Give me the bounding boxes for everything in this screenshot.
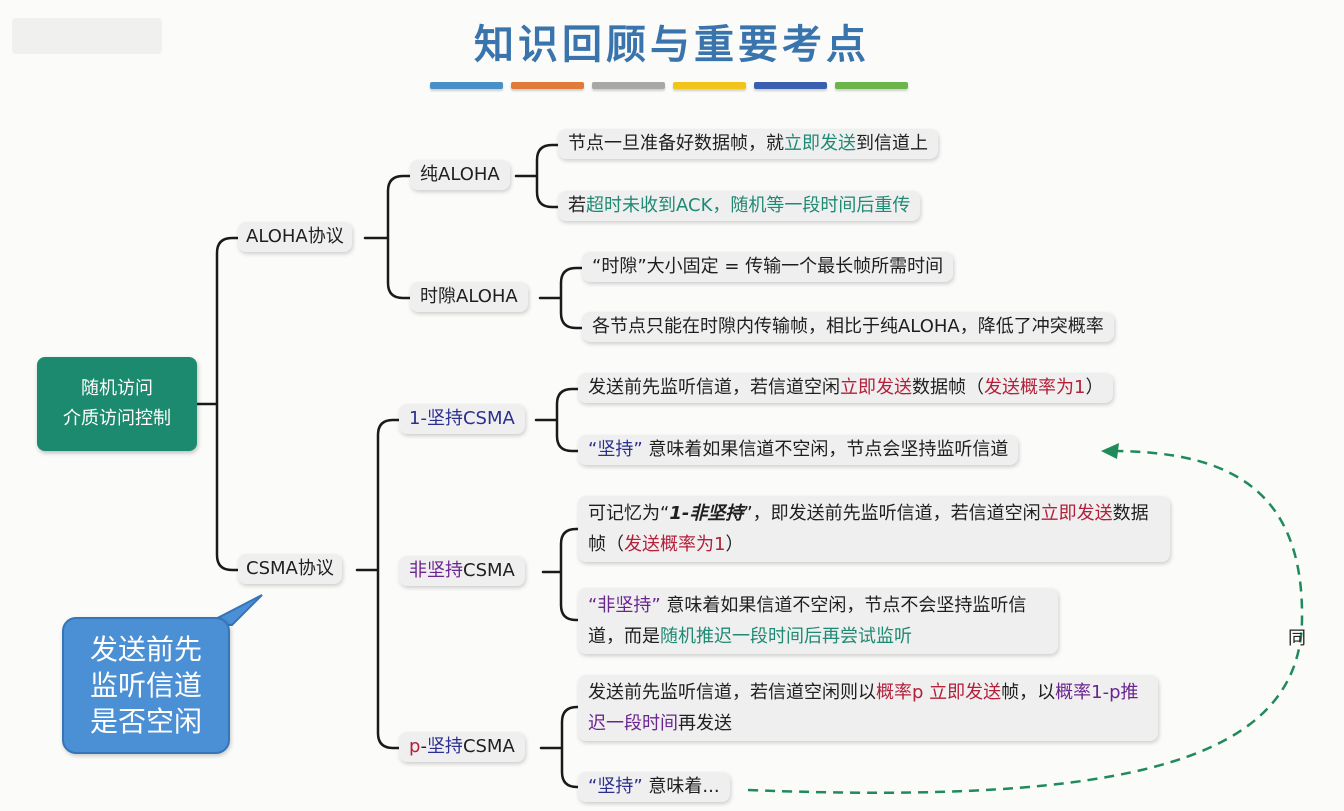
leaf-np-1: 可记忆为“1-非坚持”，即发送前先监听信道，若信道空闲立即发送数据帧（发送概率为… — [578, 496, 1170, 562]
leaf-p1-1-a: 发送前先监听信道，若信道空闲 — [588, 377, 840, 398]
leaf-pp-2: “坚持” 意味着... — [578, 772, 730, 802]
color-bar-3 — [592, 82, 665, 89]
color-bar-5 — [754, 82, 827, 89]
leaf-p1-2-b: 意味着如果信道不空闲，节点会坚持监听信道 — [642, 439, 1009, 460]
leaf-p1-2-a: “坚持” — [588, 439, 643, 460]
leaf-np-2: “非坚持” 意味着如果信道不空闲，节点不会坚持监听信道，而是随机推迟一段时间后再… — [578, 588, 1058, 654]
leaf-p1-1-e: ） — [1085, 377, 1104, 398]
nonpersistent-suffix: CSMA — [463, 560, 515, 581]
page-title: 知识回顾与重要考点 — [474, 21, 870, 68]
leaf-pp-1-c: 帧，以 — [1001, 682, 1056, 703]
leaf-pure-2-a: 若 — [568, 195, 586, 216]
color-bar-2 — [511, 82, 584, 89]
leaf-p1-2: “坚持” 意味着如果信道不空闲，节点会坚持监听信道 — [578, 435, 1019, 465]
link-csma-children — [355, 418, 403, 750]
leaf-pp-1-d: 概率1-p推迟一段时间 — [588, 682, 1139, 734]
callout-line3: 是否空闲 — [89, 704, 202, 738]
callout-line1: 发送前先 — [89, 632, 202, 666]
leaf-pp-2-a: “坚持” — [588, 776, 643, 797]
leaf-pp-1: 发送前先监听信道，若信道空闲则以概率p 立即发送帧，以概率1-p推迟一段时间再发… — [578, 675, 1158, 741]
link-pp-leaves — [539, 705, 582, 789]
leaf-pp-1-e: 再发送 — [678, 713, 732, 734]
root-line1: 随机访问 — [81, 378, 153, 399]
leaf-pure-1: 节点一旦准备好数据帧，就立即发送到信道上 — [558, 129, 938, 159]
p-persistent-word: 坚持 — [426, 736, 463, 757]
leaf-p1-1-d: 发送概率为1 — [984, 377, 1086, 398]
callout-bubble: 发送前先 监听信道 是否空闲 — [62, 617, 230, 754]
leaf-p1-1: 发送前先监听信道，若信道空闲立即发送数据帧（发送概率为1） — [578, 373, 1114, 403]
leaf-np-2-b: 意味着如果信道不空闲，节点不会坚持监听信道，而是 — [588, 595, 1027, 647]
leaf-pure-1-c: 到信道上 — [856, 133, 928, 154]
node-nonpersistent[interactable]: 非坚持CSMA — [399, 556, 525, 586]
nonpersistent-prefix: 非坚持 — [409, 560, 463, 581]
leaf-p1-1-c: 数据帧（ — [912, 377, 984, 398]
leaf-np-1-g: ） — [725, 534, 744, 555]
leaf-pp-2-b: 意味着... — [642, 776, 720, 797]
color-bar-4 — [673, 82, 746, 89]
node-aloha[interactable]: ALOHA协议 — [238, 222, 352, 252]
node-p-persistent[interactable]: p-坚持CSMA — [399, 732, 525, 762]
watermark-logo — [12, 18, 162, 54]
leaf-np-2-c: 随机推迟一段时间后再尝试监听 — [660, 626, 912, 647]
callout-line2: 监听信道 — [89, 668, 202, 702]
root-node[interactable]: 随机访问 介质访问控制 — [37, 357, 197, 451]
node-1-persistent[interactable]: 1-坚持CSMA — [399, 404, 525, 434]
root-line2: 介质访问控制 — [63, 408, 171, 429]
leaf-pure-2-b: 超时未收到ACK，随机等一段时间后重传 — [586, 195, 911, 216]
link-slotted-leaves — [538, 266, 586, 330]
title-color-bars — [430, 82, 908, 89]
leaf-np-1-e: 数据帧（ — [588, 503, 1149, 555]
p-persistent-prefix: p — [409, 736, 421, 757]
leaf-np-1-d: 立即发送 — [1040, 503, 1113, 524]
p-persistent-suffix: CSMA — [462, 736, 515, 757]
link-pure-leaves — [514, 143, 562, 209]
color-bar-6 — [835, 82, 908, 89]
link-np-leaves — [541, 527, 582, 622]
leaf-np-1-b: 1-非坚持 — [669, 503, 744, 524]
link-p1-leaves — [534, 387, 582, 453]
leaf-slotted-1: “时隙”大小固定 = 传输一个最长帧所需时间 — [582, 252, 954, 282]
leaf-pure-2: 若超时未收到ACK，随机等一段时间后重传 — [558, 191, 921, 221]
leaf-pp-1-b: 概率p 立即发送 — [876, 682, 1002, 703]
same-label: 同 — [1288, 628, 1306, 649]
node-pure-aloha[interactable]: 纯ALOHA — [410, 160, 510, 190]
node-slotted-aloha[interactable]: 时隙ALOHA — [410, 282, 528, 312]
leaf-pure-1-a: 节点一旦准备好数据帧，就 — [568, 133, 784, 154]
link-root-trunk — [195, 236, 242, 572]
leaf-slotted-2: 各节点只能在时隙内传输帧，相比于纯ALOHA，降低了冲突概率 — [582, 312, 1114, 342]
leaf-pp-1-a: 发送前先监听信道，若信道空闲则以 — [588, 682, 876, 703]
leaf-np-2-a: “非坚持” — [588, 595, 661, 616]
leaf-np-1-f: 发送概率为1 — [624, 534, 726, 555]
p-persistent-mid: - — [420, 736, 427, 757]
leaf-p1-1-b: 立即发送 — [840, 377, 912, 398]
dashed-arrowhead — [1101, 443, 1119, 459]
color-bar-1 — [430, 82, 503, 89]
link-aloha-children — [363, 174, 414, 300]
leaf-np-1-c: ”，即发送前先监听信道，若信道空闲 — [743, 503, 1041, 524]
leaf-np-1-a: 可记忆为“ — [588, 503, 670, 524]
node-csma[interactable]: CSMA协议 — [238, 554, 342, 584]
leaf-pure-1-b: 立即发送 — [784, 133, 856, 154]
